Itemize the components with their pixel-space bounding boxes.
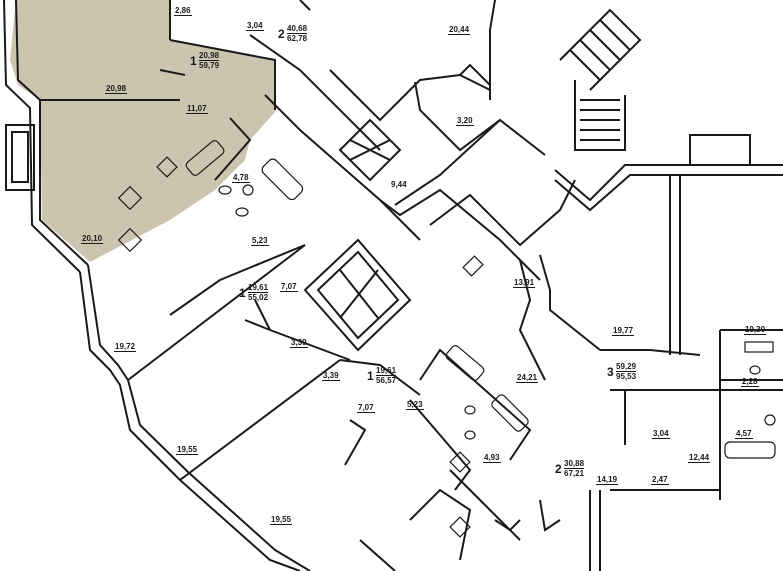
room-area-label: 2,47 [651,475,669,485]
room-area-label: 4,78 [232,173,250,183]
room-area-label: 7,07 [280,282,298,292]
room-area-label: 2,86 [174,6,192,16]
room-area-label: 20,10 [81,234,104,244]
apartment-room-count: 3 [607,365,614,379]
highlighted-apartment [10,0,275,262]
room-area-label: 3,20 [456,116,474,126]
room-area-label: 5,23 [406,400,424,410]
room-area-label: 12,44 [688,453,711,463]
apartment-living-area: 59,29 [616,362,637,372]
walls [3,0,783,571]
apartment-total-area: 95,53 [616,372,637,381]
apartment-living-area: 30,88 [564,459,585,469]
room-area-label: 19,77 [612,326,635,336]
room-area-label: 3,04 [652,429,670,439]
apartment-total-area: 55,02 [248,293,269,302]
room-area-label: 14,19 [596,475,619,485]
apartment-living-area: 40,68 [287,24,308,34]
apartment-total-area: 59,79 [199,61,220,70]
room-area-label: 13,91 [513,278,536,288]
room-area-label: 4,57 [735,429,753,439]
apartment-room-count: 2 [278,27,285,41]
apartment-room-count: 1 [367,369,374,383]
room-area-label: 3,39 [290,338,308,348]
room-area-label: 19,55 [270,515,293,525]
room-area-label: 20,98 [105,84,128,94]
room-area-label: 11,07 [186,104,208,114]
room-area-label: 20,44 [448,25,471,35]
room-area-label: 19,55 [176,445,199,455]
apartment-room-count: 2 [555,462,562,476]
apartment-total-area: 62,78 [287,34,308,43]
room-area-label: 19,72 [114,342,137,352]
room-area-label: 7,07 [357,403,375,413]
room-area-label: 3,04 [246,21,264,31]
apartment-living-area: 19,61 [248,283,269,293]
room-area-label: 5,23 [251,236,269,246]
room-area-label: 3,39 [322,371,340,381]
room-area-label: 24,21 [516,373,539,383]
fixtures [117,140,776,538]
apartment-living-area: 20,98 [199,51,220,61]
apartment-total-area: 56,57 [376,376,397,385]
apartment-room-count: 1 [190,54,197,68]
apartment-total-area: 67,21 [564,469,585,478]
room-area-label: 9,44 [391,180,407,189]
apartment-room-count: 1 [239,286,246,300]
room-area-label: 2,28 [741,377,759,387]
room-area-label: 19,30 [744,325,767,335]
apartment-living-area: 19,61 [376,366,397,376]
room-area-label: 4,93 [483,453,501,463]
